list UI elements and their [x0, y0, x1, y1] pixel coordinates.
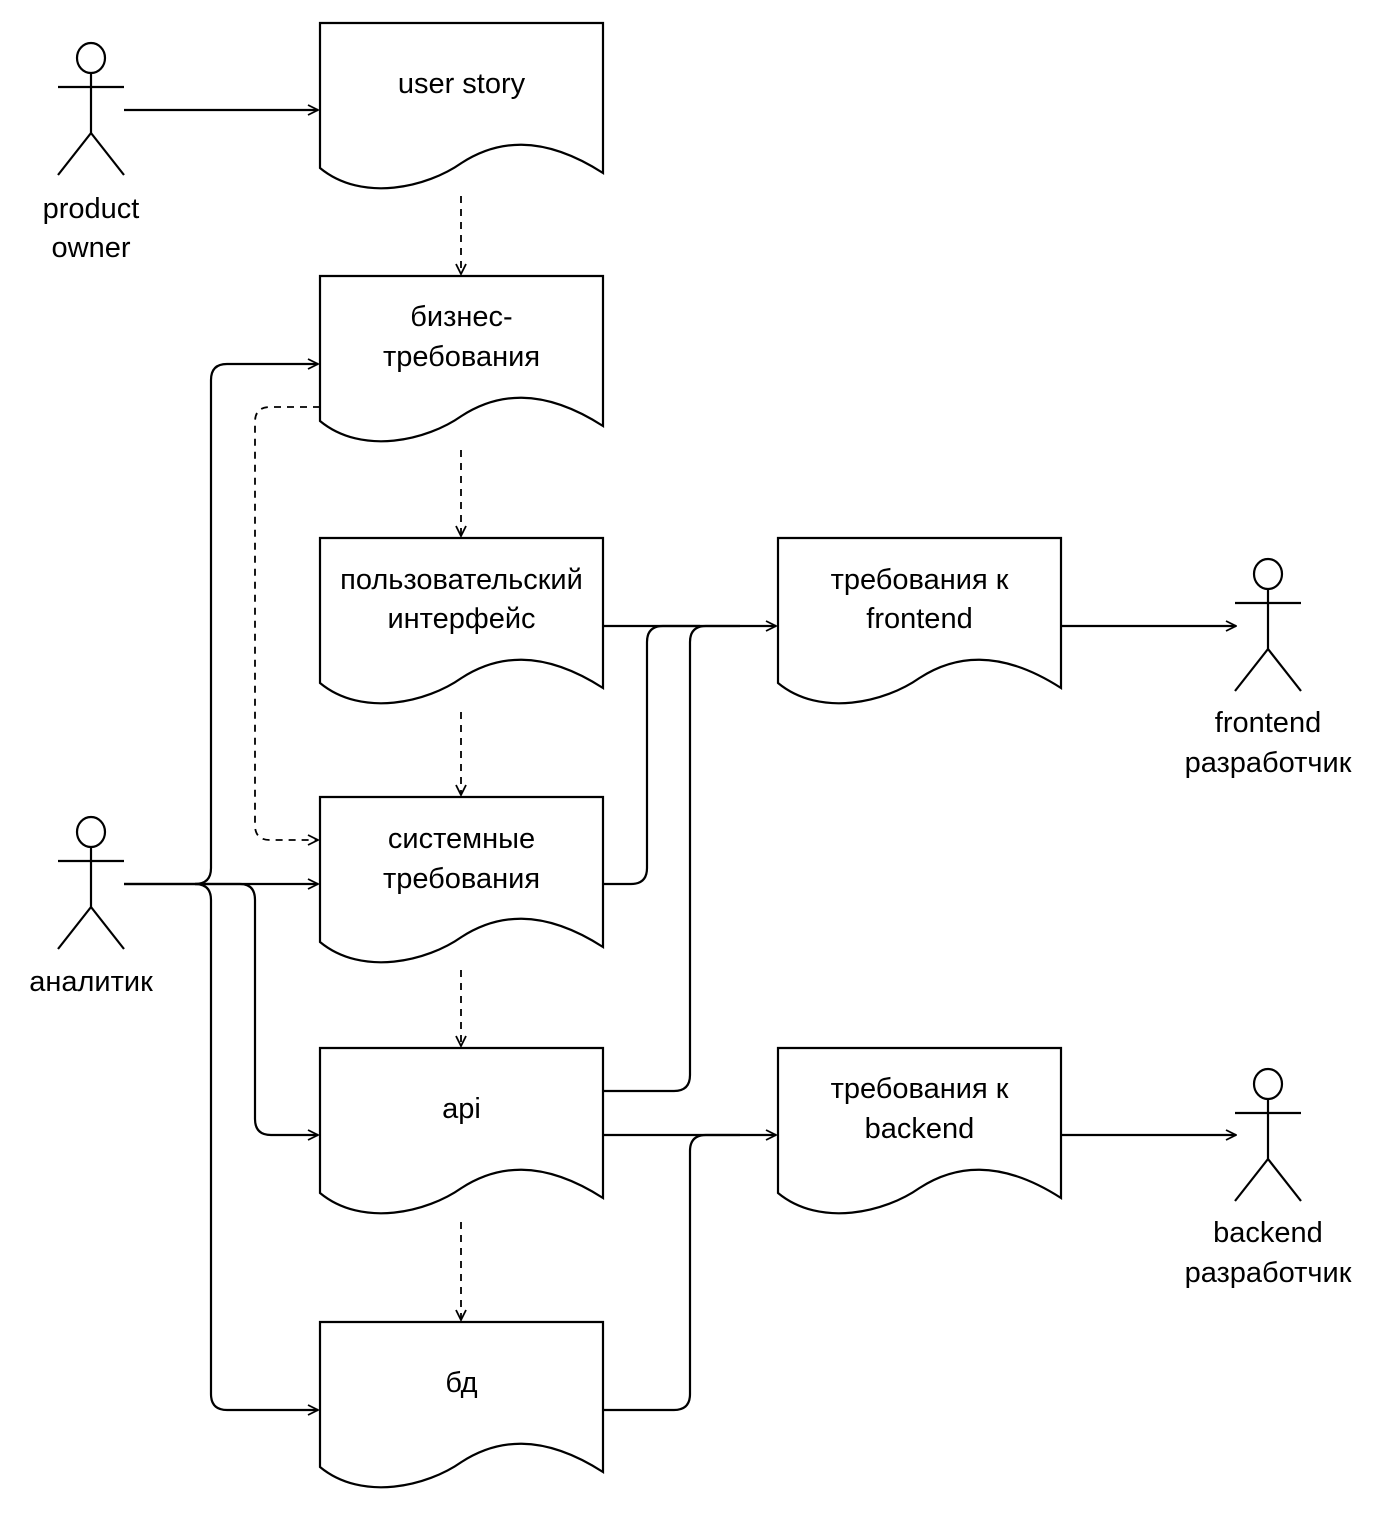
document-label: бд — [445, 1367, 477, 1399]
actor-product-owner[interactable]: product owner — [43, 41, 140, 264]
document-label: api — [442, 1093, 481, 1125]
connectors — [124, 110, 1236, 1410]
actor-backend-dev[interactable]: backend разработчик — [1185, 1067, 1352, 1289]
document-label: интерфейс — [387, 603, 535, 635]
document-frontend-requirements[interactable]: требования к frontend — [776, 536, 1063, 705]
stick-figure-icon — [57, 815, 125, 950]
document-backend-requirements[interactable]: требования к backend — [776, 1046, 1063, 1215]
document-label: требования к — [831, 564, 1009, 596]
document-label: пользовательский — [340, 564, 583, 596]
document-shape — [318, 536, 605, 705]
document-label: user story — [398, 68, 526, 100]
document-shape — [318, 1046, 605, 1215]
actor-analyst[interactable]: аналитик — [29, 815, 153, 998]
document-label: требования к — [831, 1073, 1009, 1105]
document-shape — [318, 1320, 605, 1489]
stick-figure-icon — [1234, 1067, 1302, 1202]
document-shape — [318, 274, 605, 443]
document-api[interactable]: api — [318, 1046, 605, 1215]
document-shape — [776, 1046, 1063, 1215]
document-label: frontend — [866, 603, 972, 635]
connector-analyst-to-business-requirements — [124, 364, 318, 886]
actor-label: frontend — [1215, 707, 1321, 739]
connector-api-to-frontend-requirements — [603, 624, 740, 1093]
document-shape — [318, 795, 605, 964]
actor-frontend-dev[interactable]: frontend разработчик — [1185, 557, 1352, 779]
stick-figure-icon — [57, 41, 125, 176]
stick-figure-icon — [1234, 557, 1302, 692]
actor-label: backend — [1213, 1217, 1323, 1249]
actor-label: разработчик — [1185, 1257, 1352, 1289]
actor-label: разработчик — [1185, 747, 1352, 779]
document-label: бизнес- — [410, 301, 512, 333]
document-label: требования — [383, 863, 540, 895]
actors: productownerаналитикfrontendразработчикb… — [29, 41, 1352, 1289]
document-label: требования — [383, 341, 540, 373]
actor-label: аналитик — [29, 966, 153, 998]
connector-analyst-to-db — [194, 882, 318, 1410]
document-user-story[interactable]: user story — [318, 21, 605, 190]
connector-db-to-backend-requirements — [603, 1133, 740, 1412]
document-shape — [318, 21, 605, 190]
document-business-requirements[interactable]: бизнес-требования — [318, 274, 605, 443]
document-label: backend — [865, 1113, 975, 1145]
actor-label: owner — [52, 232, 131, 264]
connector-system-requirements-to-frontend-requirements — [603, 624, 700, 886]
documents: user story бизнес-требования пользовательс… — [318, 21, 1063, 1489]
document-user-interface[interactable]: пользовательский интерфейс — [318, 536, 605, 705]
document-system-requirements[interactable]: системные требования — [318, 795, 605, 964]
document-shape — [776, 536, 1063, 705]
document-db[interactable]: бд — [318, 1320, 605, 1489]
actor-label: product — [43, 193, 140, 225]
connector-business-requirements-to-system-requirements — [254, 406, 320, 840]
connector-analyst-to-api — [195, 882, 318, 1135]
document-label: системные — [388, 823, 535, 855]
